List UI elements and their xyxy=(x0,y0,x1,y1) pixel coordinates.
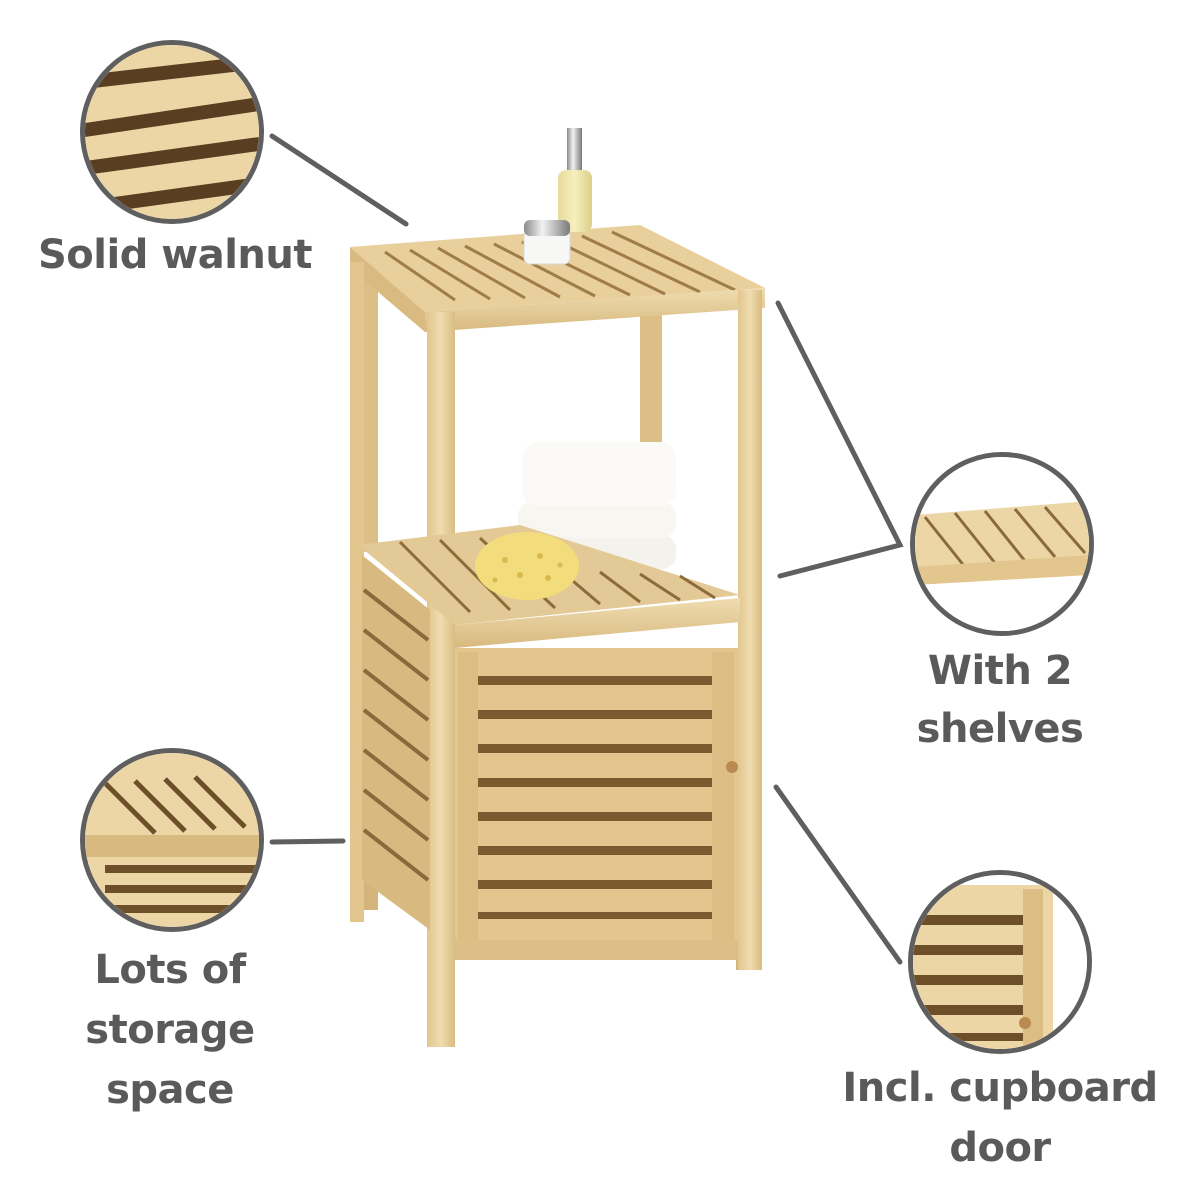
detail-circle-two-shelves xyxy=(910,452,1094,636)
cupboard-door xyxy=(455,648,738,960)
feature-label-two-shelves: With 2 shelves xyxy=(840,642,1160,758)
front-post-left xyxy=(427,312,455,1047)
feature-label-line: Solid walnut xyxy=(38,232,313,278)
detail-circle-storage-space xyxy=(80,748,264,932)
back-post-left xyxy=(362,262,378,552)
sea-sponge xyxy=(475,532,579,600)
feature-label-storage-space: Lots of storage space xyxy=(20,940,320,1120)
feature-label-cupboard-door: Incl. cupboard door xyxy=(840,1058,1160,1178)
front-post-right xyxy=(738,290,762,970)
callout-line-storage-space xyxy=(269,838,346,845)
callout-line-two-shelves xyxy=(775,300,904,579)
feature-label-solid-walnut: Solid walnut xyxy=(30,226,320,284)
feature-label-line: With 2 shelves xyxy=(916,648,1084,752)
cabinet-side-slats xyxy=(362,555,430,930)
detail-circle-cupboard-door xyxy=(908,870,1092,1054)
feature-label-line: Incl. cupboard xyxy=(842,1065,1158,1111)
feature-label-line: door xyxy=(949,1125,1051,1171)
top-shelf xyxy=(350,225,765,312)
door-knob xyxy=(726,761,738,773)
feature-label-line: Lots of xyxy=(94,947,246,993)
feature-label-line: storage space xyxy=(85,1007,255,1113)
callout-line-solid-walnut xyxy=(269,133,409,227)
spray-bottle xyxy=(558,170,592,232)
callout-line-cupboard-door xyxy=(773,784,903,965)
detail-circle-solid-walnut xyxy=(80,40,264,224)
